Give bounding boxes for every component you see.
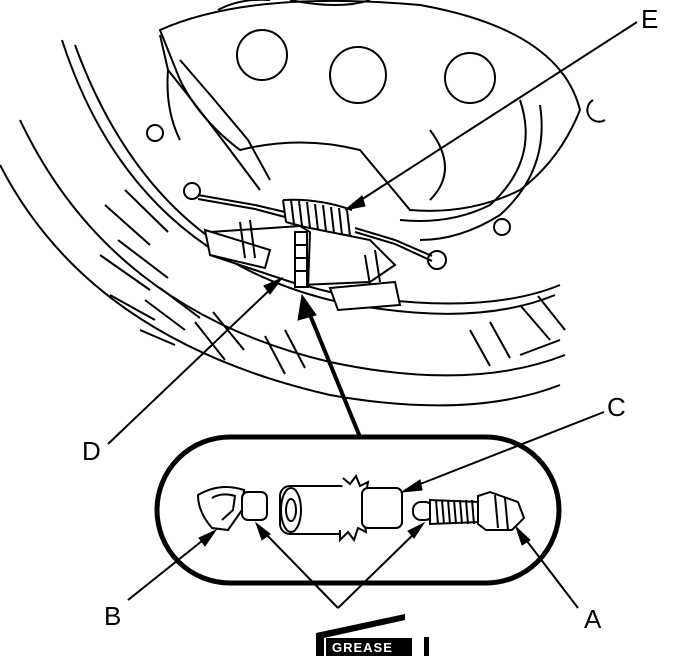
stud-hole-icon	[329, 46, 387, 104]
stud-hole-icon	[444, 52, 496, 104]
return-spring	[183, 182, 447, 270]
callout-e-label: E	[641, 4, 658, 34]
grease-symbol: GREASE	[316, 614, 429, 656]
arrow-grease-a-icon	[407, 521, 426, 539]
wheel-hub	[158, 0, 582, 212]
callout-b-label: B	[104, 601, 121, 631]
clip-icon	[586, 99, 606, 123]
grease-label: GREASE	[332, 640, 393, 655]
arrow-d-icon	[263, 276, 284, 295]
leader-lines	[107, 21, 638, 609]
arrow-main-icon	[297, 293, 317, 321]
callout-a-label: A	[584, 604, 602, 634]
callout-labels: E C D B A	[82, 4, 658, 634]
callout-c-label: C	[607, 392, 626, 422]
arrow-grease-b-icon	[254, 521, 271, 541]
callout-d-label: D	[82, 436, 101, 466]
brake-shoes	[146, 34, 606, 241]
arrow-a-icon	[515, 526, 531, 546]
adjuster-installed	[203, 219, 402, 312]
stud-hole-icon	[236, 29, 288, 81]
arrow-e-icon	[344, 195, 366, 211]
adjuster-fork-part	[196, 485, 268, 532]
arrow-c-icon	[401, 479, 423, 493]
rivet-icon	[493, 218, 511, 236]
wheel-drum	[0, 39, 566, 407]
adjuster-sleeve-part	[279, 473, 403, 543]
arrow-b-icon	[198, 528, 218, 547]
rivet-icon	[146, 124, 164, 142]
adjuster-screw-part	[412, 490, 526, 531]
